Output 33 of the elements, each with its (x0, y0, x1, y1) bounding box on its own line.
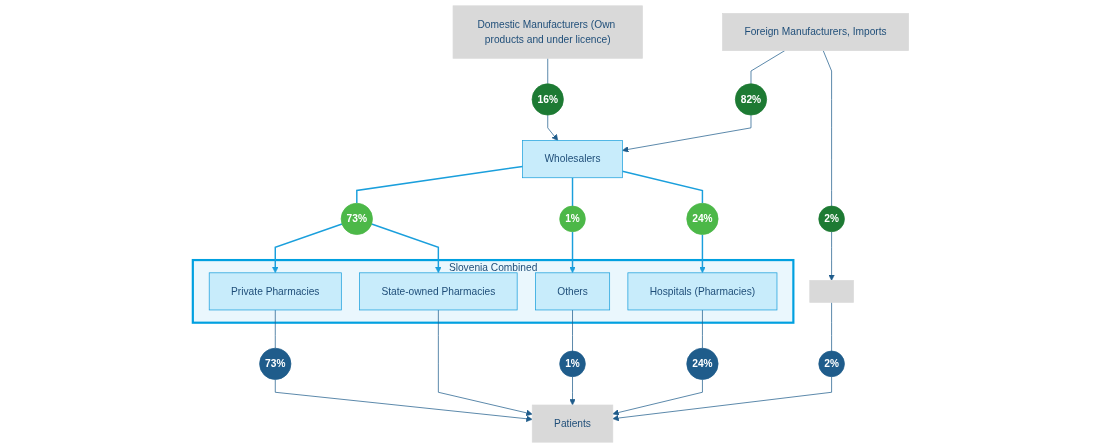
connector (622, 170, 704, 204)
connector (275, 309, 276, 349)
node-circle: 73% (259, 347, 292, 380)
node-circle: 2% (818, 205, 846, 233)
connector (572, 309, 574, 352)
connector (750, 50, 786, 85)
node-box: State-owned Pharmacies (359, 272, 518, 311)
connector (831, 301, 833, 352)
node-box: Patients (532, 404, 614, 443)
node-circle: 16% (532, 83, 565, 116)
node-box (809, 280, 855, 303)
node-box: Others (535, 272, 611, 311)
connector (547, 57, 549, 85)
arrow (272, 223, 344, 274)
connector (823, 50, 833, 207)
node-circle: 2% (818, 350, 846, 378)
node-circle: 24% (686, 202, 719, 235)
connector (702, 309, 704, 349)
connector (572, 177, 574, 207)
node-circle: 1% (559, 350, 587, 378)
node-circle: 73% (341, 202, 374, 235)
node-box: Wholesalers (522, 140, 624, 179)
node-box: Foreign Manufacturers, Imports (722, 13, 910, 51)
node-box: Hospitals (Pharmacies) (627, 272, 778, 311)
arrow (569, 231, 577, 274)
node-circle: 1% (559, 205, 587, 233)
connector (356, 165, 524, 204)
node-box: Private Pharmacies (209, 272, 342, 311)
node-circle: 82% (735, 83, 768, 116)
arrow (699, 233, 706, 274)
node-box: Domestic Manufacturers (Own products and under licence) (453, 5, 644, 59)
node-circle: 24% (686, 347, 719, 380)
arrow (371, 223, 442, 274)
